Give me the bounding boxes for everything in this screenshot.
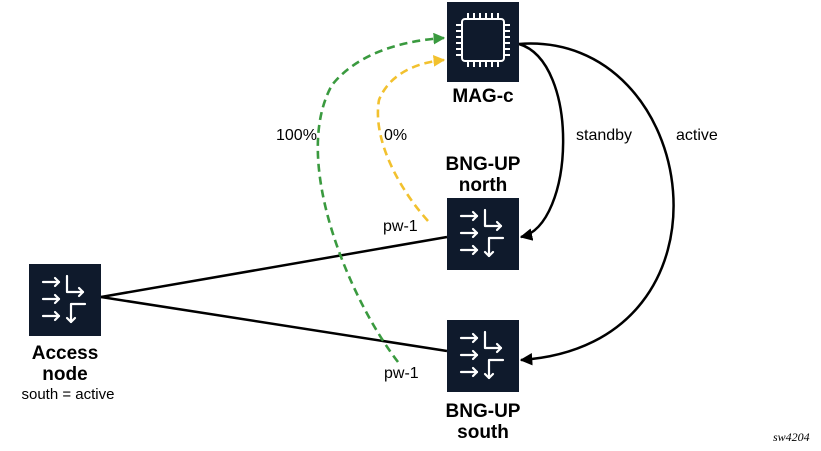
bng-north-label-line2: north xyxy=(458,175,508,196)
access-status-label: south = active xyxy=(21,386,115,403)
green-percent-label: 100% xyxy=(276,127,317,144)
green-dashed-arrow xyxy=(316,32,446,363)
link-access-north xyxy=(100,235,448,299)
mag-c-node xyxy=(447,2,519,82)
cpu-chip-icon xyxy=(456,13,510,67)
bng-north-node xyxy=(447,198,519,270)
bng-south-label-line1: BNG-UP xyxy=(445,401,521,422)
pw-south-label: pw-1 xyxy=(384,365,419,382)
standby-label: standby xyxy=(576,127,633,144)
bng-south-label-line2: south xyxy=(457,422,509,443)
yellow-percent-label: 0% xyxy=(384,127,408,144)
access-node-label: Access node xyxy=(10,343,120,385)
bng-south-node xyxy=(447,320,519,392)
bng-north-label: BNG-UP north xyxy=(427,154,539,196)
bng-south-label: BNG-UP south xyxy=(427,401,539,443)
standby-arrow xyxy=(518,42,565,241)
access-label-line2: node xyxy=(42,364,88,385)
bng-north-label-line1: BNG-UP xyxy=(445,154,521,175)
pw-north-label: pw-1 xyxy=(383,218,418,235)
access-label-line1: Access xyxy=(31,343,99,364)
yellow-dashed-arrow xyxy=(376,55,446,222)
figure-reference: sw4204 xyxy=(773,430,810,444)
mag-c-label: MAG-c xyxy=(452,86,514,107)
access-node xyxy=(29,264,101,336)
link-access-south xyxy=(100,295,448,353)
active-label: active xyxy=(676,127,718,144)
active-arrow xyxy=(518,42,675,366)
